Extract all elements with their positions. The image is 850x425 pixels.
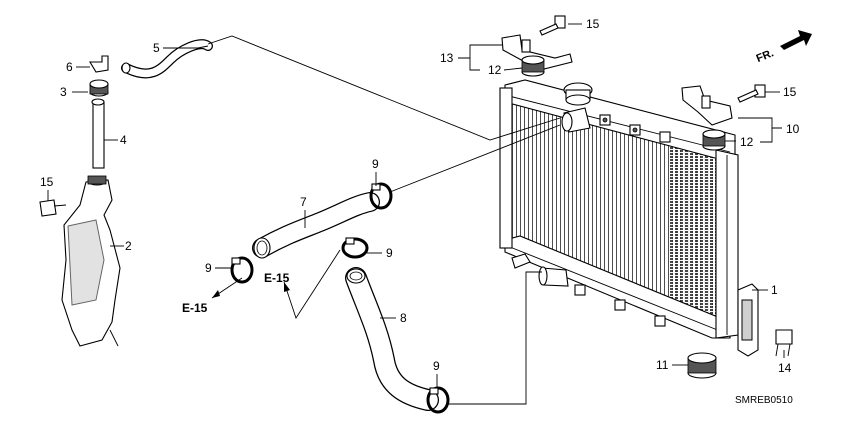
bolt-14: [775, 329, 793, 357]
callout-15-left: 15: [40, 175, 54, 189]
reference-e15-left: E-15: [182, 301, 208, 315]
callout-6: 6: [66, 60, 73, 74]
callout-15-right: 15: [783, 85, 797, 99]
diagram-code: SMREB0510: [735, 395, 793, 406]
callout-9-lower: 9: [433, 359, 440, 373]
callout-8: 8: [400, 311, 407, 325]
callout-2: 2: [125, 239, 132, 253]
cushion-12-top: [521, 55, 545, 77]
bolt-15-right: [737, 84, 766, 103]
leader-lines: [47, 23, 785, 405]
lower-hose-8: [345, 267, 439, 411]
radiator: [499, 79, 739, 339]
upper-inlet-pipe: [561, 107, 591, 133]
overflow-hose-5: [121, 39, 213, 79]
tank-tube-4: [91, 98, 105, 169]
hose-clamp-9-lower: [426, 386, 450, 414]
bolt-15-left: [39, 199, 67, 217]
callout-13: 13: [440, 51, 454, 65]
callout-9-upper: 9: [372, 157, 379, 171]
callout-5: 5: [153, 41, 160, 55]
reference-e15-middle: E-15: [264, 271, 290, 285]
callout-11: 11: [656, 358, 669, 372]
callout-1: 1: [771, 283, 778, 297]
callout-10: 10: [786, 122, 800, 136]
callout-12-top: 12: [488, 63, 502, 77]
callout-12-right: 12: [740, 135, 754, 149]
front-direction-label: FR.: [755, 47, 776, 65]
reserve-tank-2: [61, 175, 121, 347]
hose-clamp-9-middle: [341, 237, 369, 259]
callout-9-left: 9: [205, 261, 212, 275]
lower-outlet-pipe: [538, 266, 569, 287]
bolt-15-top: [539, 15, 566, 36]
cushion-12-right: [702, 129, 726, 151]
callout-9-middle: 9: [386, 246, 393, 260]
cushion-11: [687, 352, 717, 379]
callout-15-top: 15: [586, 17, 600, 31]
upper-mount-bracket-left: [501, 34, 573, 71]
tank-joint-6: [89, 55, 109, 73]
front-direction-indicator: FR.: [755, 30, 812, 65]
radiator-cap: [563, 82, 593, 106]
tank-cap-3: [89, 79, 109, 97]
callout-4: 4: [120, 133, 127, 147]
callout-14: 14: [778, 361, 792, 375]
callout-3: 3: [60, 85, 67, 99]
hose-clamp-9-left: [230, 256, 254, 284]
upper-mount-bracket-right: [681, 85, 733, 126]
upper-hose-7: [252, 192, 380, 259]
lower-bracket-1: [737, 283, 759, 357]
callout-7: 7: [300, 195, 307, 209]
